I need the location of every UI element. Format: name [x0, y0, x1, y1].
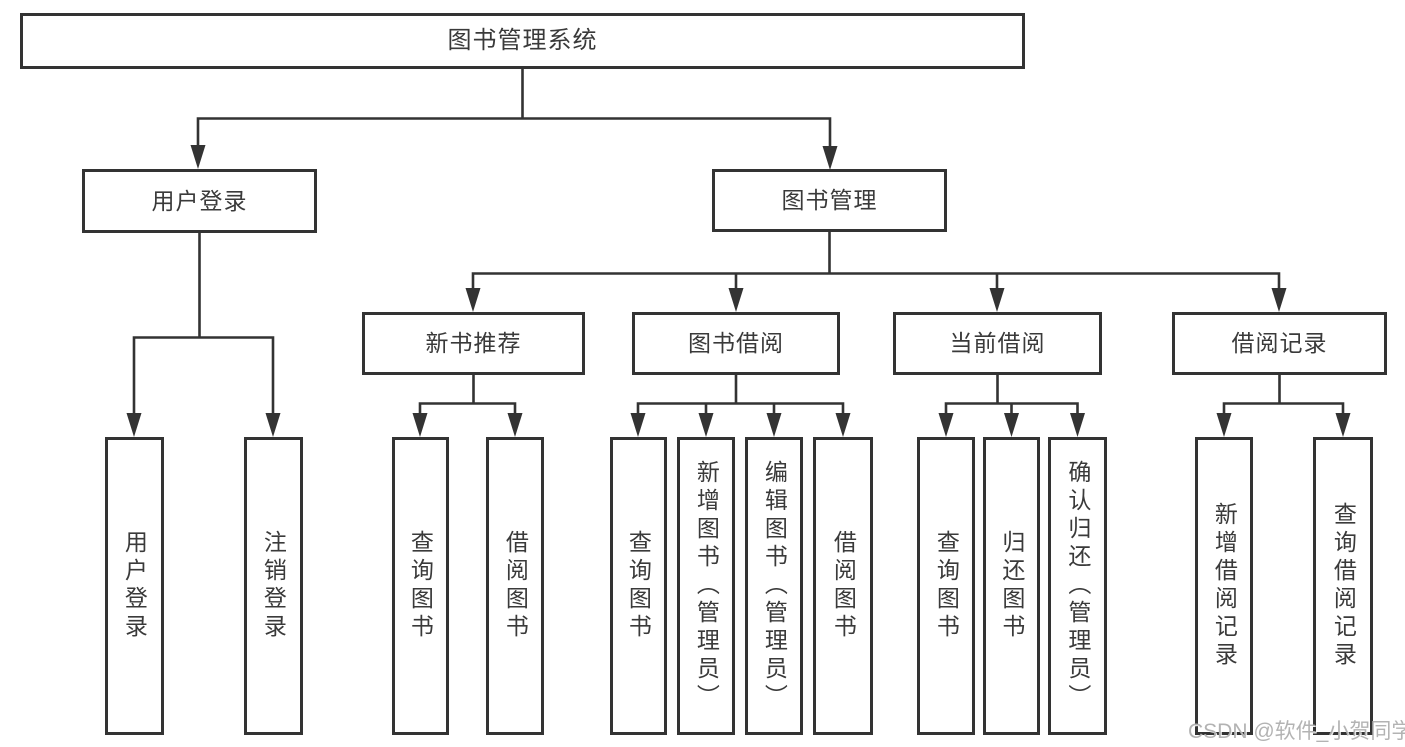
arrowhead-icon [728, 288, 744, 312]
edge-borrow-records-to-leaves [1222, 375, 1345, 414]
arrowhead-icon [507, 413, 523, 437]
node-new-book-recommend: 新书推荐 [362, 312, 585, 375]
node-current-borrow: 当前借阅 [893, 312, 1102, 375]
edge-book-borrow-to-leaves [636, 375, 845, 414]
arrowhead-icon [412, 413, 428, 437]
arrowhead-icon [822, 146, 838, 170]
edge-user-login-to-leaves [132, 233, 275, 414]
leaf-user-login: 用户登录 [104, 437, 164, 735]
arrowhead-icon [265, 413, 281, 437]
arrowhead-icon [766, 413, 782, 437]
leaf-query-book-borrow: 查询图书 [609, 437, 667, 735]
arrowhead-icon [1216, 413, 1232, 437]
arrowhead-icon [1335, 413, 1351, 437]
leaf-borrow-book: 借阅图书 [813, 437, 873, 735]
leaf-confirm-return-admin: 确认归还（管理员） [1048, 437, 1107, 735]
leaf-query-borrow-record: 查询借阅记录 [1313, 437, 1373, 735]
leaf-add-borrow-record: 新增借阅记录 [1195, 437, 1253, 735]
node-user-login: 用户登录 [82, 169, 317, 233]
arrowhead-icon [835, 413, 851, 437]
arrowhead-icon [630, 413, 646, 437]
edge-new-book-to-leaves [418, 375, 517, 414]
node-book-management: 图书管理 [712, 169, 947, 232]
leaf-query-book-recommend: 查询图书 [391, 437, 449, 735]
leaf-edit-book-admin: 编辑图书（管理员） [745, 437, 803, 735]
leaf-query-book-current: 查询图书 [917, 437, 975, 735]
edge-current-borrow-to-leaves [944, 375, 1079, 414]
csdn-watermark: CSDN @软件_小贺同学 [1188, 720, 1405, 743]
node-borrow-records: 借阅记录 [1172, 312, 1387, 375]
leaf-logout: 注销登录 [243, 437, 303, 735]
leaf-return-book: 归还图书 [983, 437, 1040, 735]
arrowhead-icon [698, 413, 714, 437]
arrowhead-icon [989, 288, 1005, 312]
arrowhead-icon [1271, 288, 1287, 312]
node-root-system: 图书管理系统 [20, 13, 1025, 69]
edge-book-mgmt-to-level3 [471, 232, 1281, 289]
leaf-borrow-book-recommend: 借阅图书 [486, 437, 544, 735]
arrowhead-icon [190, 145, 206, 169]
arrowhead-icon [126, 413, 142, 437]
arrowhead-icon [1004, 413, 1019, 437]
arrowhead-icon [938, 413, 954, 437]
edge-root-to-level2 [196, 69, 832, 146]
node-book-borrow: 图书借阅 [632, 312, 840, 375]
arrowhead-icon [1070, 413, 1085, 437]
arrowhead-icon [465, 288, 481, 312]
leaf-add-book-admin: 新增图书（管理员） [677, 437, 735, 735]
